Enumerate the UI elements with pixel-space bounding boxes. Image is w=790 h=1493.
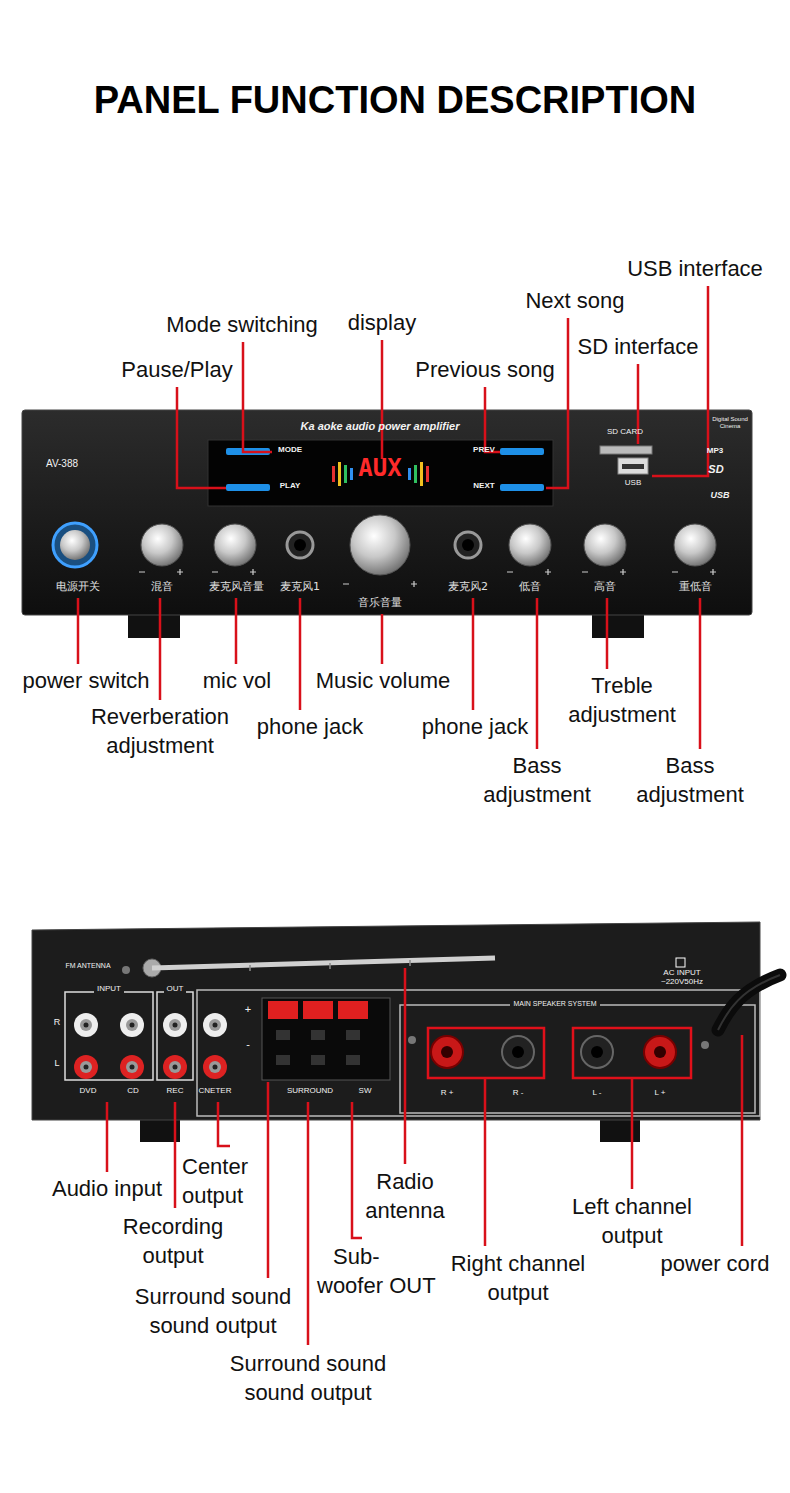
callout-label: power cord xyxy=(650,1250,780,1279)
callout-label: Radio antenna xyxy=(350,1168,460,1225)
callout-label: Reverberation adjustment xyxy=(75,703,245,760)
callout-label: Surround sound sound output xyxy=(213,1350,403,1407)
callout-label: Treble adjustment xyxy=(557,672,687,729)
panel-marking: R + xyxy=(429,1088,465,1097)
callout-label: display xyxy=(332,309,432,338)
panel-marking: R xyxy=(51,1017,63,1027)
panel-marking: 音乐音量 xyxy=(348,596,412,609)
callout-label: Bass adjustment xyxy=(472,752,602,809)
callout-label: phone jack xyxy=(415,713,535,742)
callout-label: Sub- woofer OUT xyxy=(317,1243,443,1300)
callout-label: mic vol xyxy=(192,667,282,696)
callout-label: Bass adjustment xyxy=(625,752,755,809)
panel-marking: FM ANTENNA xyxy=(55,962,121,970)
callout-label: phone jack xyxy=(250,713,370,742)
panel-marking: Digital Sound Cinema xyxy=(710,416,750,430)
panel-marking: PREV xyxy=(466,445,502,454)
panel-marking: L xyxy=(51,1058,63,1068)
panel-marking: + xyxy=(242,1003,254,1016)
panel-marking: 混音 xyxy=(142,580,182,593)
panel-marking: 麦克风1 xyxy=(271,580,329,593)
panel-marking: 电源开关 xyxy=(46,580,110,593)
callout-label: Surround sound sound output xyxy=(118,1283,308,1340)
callout-label: power switch xyxy=(11,667,161,696)
callout-label: Audio input xyxy=(37,1175,177,1204)
panel-marking: CD xyxy=(118,1086,148,1095)
panel-marking: USB xyxy=(613,478,653,487)
panel-marking: 低音 xyxy=(510,580,550,593)
panel-marking: 高音 xyxy=(585,580,625,593)
panel-marking: OUT xyxy=(164,984,187,994)
panel-marking: AUX xyxy=(345,455,415,481)
callout-label: Left channel output xyxy=(557,1193,707,1250)
panel-marking: - xyxy=(242,1038,254,1051)
page-title: PANEL FUNCTION DESCRIPTION xyxy=(0,76,790,125)
callout-label: USB interface xyxy=(610,255,780,284)
panel-marking: R - xyxy=(500,1088,536,1097)
panel-marking: SURROUND xyxy=(277,1086,343,1095)
panel-marking: NEXT xyxy=(466,481,502,490)
panel-marking: REC xyxy=(160,1086,190,1095)
panel-marking: MAIN SPEAKER SYSTEM xyxy=(510,1000,599,1008)
callout-label: Next song xyxy=(505,287,645,316)
panel-marking: SW xyxy=(353,1086,377,1095)
panel-marking: PLAY xyxy=(270,481,310,490)
callout-label: Pause/Play xyxy=(107,356,247,385)
panel-marking: SD xyxy=(701,463,731,476)
leader-lines xyxy=(78,286,708,749)
callout-label: Music volume xyxy=(303,667,463,696)
panel-marking: AC INPUT ~220V50Hz xyxy=(654,968,710,986)
callout-label: SD interface xyxy=(573,333,703,362)
panel-marking: USB xyxy=(700,490,740,500)
panel-marking: INPUT xyxy=(94,984,124,994)
panel-marking: MODE xyxy=(270,445,310,454)
panel-marking: Ka aoke audio power amplifier xyxy=(250,420,510,433)
panel-marking: 麦克风2 xyxy=(439,580,497,593)
callout-label: Center output xyxy=(182,1153,262,1210)
panel-marking: MP3 xyxy=(700,446,730,455)
panel-marking: DVD xyxy=(70,1086,106,1095)
panel-marking: CNETER xyxy=(193,1086,237,1095)
panel-marking: AV-388 xyxy=(32,458,92,470)
panel-marking: 重低音 xyxy=(669,580,721,593)
leader-lines xyxy=(107,968,742,1345)
callout-label: Right channel output xyxy=(438,1250,598,1307)
callout-label: Previous song xyxy=(405,356,565,385)
front-panel xyxy=(22,410,752,638)
panel-marking: 麦克风音量 xyxy=(200,580,272,593)
panel-marking: L - xyxy=(579,1088,615,1097)
callout-label: Mode switching xyxy=(152,311,332,340)
callout-label: Recording output xyxy=(108,1213,238,1270)
panel-marking: L + xyxy=(642,1088,678,1097)
panel-marking: SD CARD xyxy=(595,427,655,436)
